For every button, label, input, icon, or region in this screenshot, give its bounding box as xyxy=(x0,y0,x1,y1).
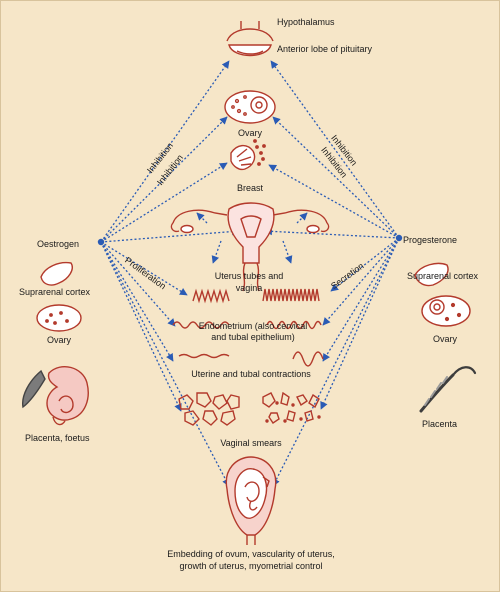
smear-oestrogen-icon xyxy=(178,392,240,426)
label-suprarenal-right: Suprarenal cortex xyxy=(407,271,479,281)
label-suprarenal-left: Suprarenal cortex xyxy=(19,287,91,297)
label-hypothalamus: Hypothalamus xyxy=(277,17,335,27)
ovary-center-icon xyxy=(224,90,276,124)
label-breast: Breast xyxy=(236,183,264,193)
suprarenal-left-icon xyxy=(40,261,73,286)
ovary-right-icon xyxy=(421,295,471,327)
placenta-right-icon xyxy=(419,366,477,413)
label-placenta-right: Placenta xyxy=(422,419,458,429)
arrow-oestrogen-tubes xyxy=(100,241,188,296)
label-ovary-left: Ovary xyxy=(46,335,72,345)
uterus-icon xyxy=(170,202,330,292)
arrow-progesterone-smears xyxy=(320,237,400,410)
suprarenal-right-icon xyxy=(414,262,449,287)
label-embedding-1: Embedding of ovum, vascularity of uterus… xyxy=(167,549,335,559)
contractions-progesterone-icon xyxy=(292,351,324,367)
arrow-progesterone-tubes xyxy=(330,237,400,292)
arrow-oestrogen-embedding xyxy=(100,241,230,487)
arrow-progesterone-pituitary xyxy=(270,60,400,239)
progesterone-dot xyxy=(395,234,403,242)
arrow-group xyxy=(100,60,400,487)
arrow-progesterone-uterus xyxy=(264,227,400,239)
arrow-progesterone-contractions xyxy=(322,237,400,362)
label-progesterone: Progesterone xyxy=(403,235,458,245)
breast-icon xyxy=(230,139,266,171)
pregnant-uterus-icon xyxy=(225,456,277,545)
label-endometrium-1: Endometrium (also cervical xyxy=(198,321,308,331)
label-uterus-tubes: Uterus tubes and xyxy=(214,271,284,281)
label-placenta-foetus: Placenta, foetus xyxy=(25,433,90,443)
arrow-uterus-right-up xyxy=(296,212,308,224)
label-oestrogen: Oestrogen xyxy=(37,239,80,249)
arrow-oestrogen-uterus xyxy=(100,227,240,243)
label-endometrium-2: and tubal epithelium) xyxy=(211,332,295,342)
contractions-oestrogen-icon xyxy=(178,353,230,359)
arrow-oestrogen-ovary xyxy=(100,116,228,243)
label-ovary-right: Ovary xyxy=(432,334,458,344)
tubes-progesterone-icon xyxy=(262,288,320,302)
arrow-oestrogen-pituitary xyxy=(100,60,230,243)
endometrium-progesterone-icon xyxy=(266,320,322,330)
label-smears: Vaginal smears xyxy=(220,438,282,448)
smear-progesterone-icon xyxy=(262,391,321,424)
placenta-foetus-icon xyxy=(22,365,89,426)
arrow-uterus-right-down xyxy=(282,240,293,264)
arrow-oestrogen-endometrium xyxy=(100,241,176,327)
label-ovary-center: Ovary xyxy=(237,128,263,138)
label-vagina: vagina xyxy=(235,283,263,293)
pituitary-icon xyxy=(226,21,274,57)
ovary-left-icon xyxy=(36,304,82,332)
arrow-uterus-left-up xyxy=(196,212,208,224)
arrow-progesterone-embedding xyxy=(272,237,400,487)
label-pituitary: Anterior lobe of pituitary xyxy=(277,44,373,54)
arrow-oestrogen-smears xyxy=(100,241,182,412)
arrow-uterus-left-down xyxy=(211,240,222,264)
oestrogen-dot xyxy=(97,238,105,246)
label-embedding-2: growth of uterus, myometrial control xyxy=(179,561,323,571)
tubes-oestrogen-icon xyxy=(192,288,230,304)
endometrium-oestrogen-icon xyxy=(172,321,230,329)
label-contractions: Uterine and tubal contractions xyxy=(191,369,311,379)
